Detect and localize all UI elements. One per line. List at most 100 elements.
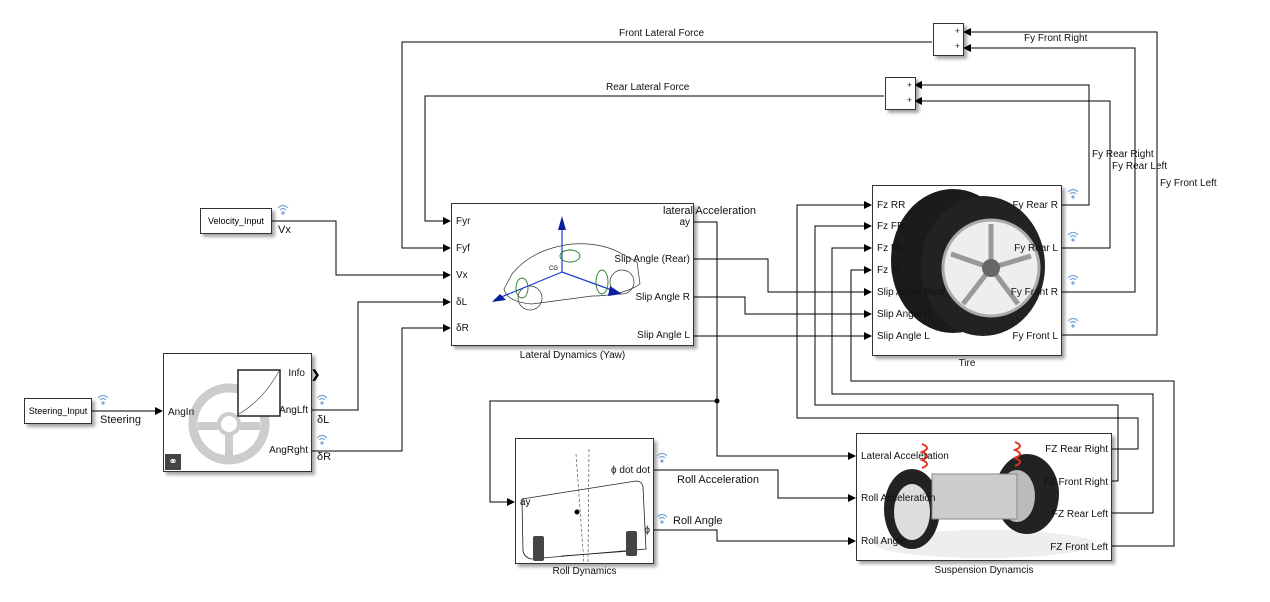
- steering-block[interactable]: ⚭ AngIn Info AngLft AngRght: [163, 353, 312, 472]
- port-fz-rear-right: FZ Rear Right: [1045, 444, 1108, 455]
- wire-ay[interactable]: [694, 221, 856, 460]
- signal-dr: δR: [317, 451, 332, 463]
- port-fz-fl: Fz FL: [877, 265, 903, 276]
- port-slip-r: Slip Angle R: [635, 292, 690, 303]
- logging-icon[interactable]: [315, 392, 329, 406]
- suspension-block[interactable]: Lateral Acceleration Roll Acceleration R…: [856, 433, 1112, 561]
- car-axes-icon: CG: [492, 216, 641, 311]
- wire-rear-lateral-force[interactable]: [424, 95, 884, 225]
- tire-block[interactable]: Fz RR Fz FR Fz RL Fz FL Slip Angle Rear …: [872, 185, 1062, 356]
- logging-icon[interactable]: [96, 392, 110, 406]
- roll-dynamics-name: Roll Dynamics: [552, 566, 617, 577]
- logging-icon[interactable]: [1066, 229, 1080, 243]
- logging-icon[interactable]: [315, 432, 329, 446]
- port-fy-front-l: Fy Front L: [1012, 331, 1058, 342]
- signal-rear-lateral-force: Rear Lateral Force: [606, 82, 690, 93]
- wire-fy-rear-r[interactable]: [914, 81, 1090, 206]
- logging-icon[interactable]: [1066, 186, 1080, 200]
- steering-input-label: Steering_Input: [28, 406, 88, 416]
- logging-icon[interactable]: [655, 511, 669, 525]
- wire-roll-angle[interactable]: [654, 529, 856, 545]
- port-roll-angle: Roll Angle: [861, 536, 907, 547]
- wire-slip-rear[interactable]: [694, 258, 872, 296]
- signal-fy-rear-left: Fy Rear Left: [1112, 161, 1168, 172]
- port-roll-ay: ay: [520, 497, 531, 508]
- signal-steering: Steering: [100, 414, 141, 426]
- logging-icon[interactable]: [276, 202, 290, 216]
- wire-fz-fl[interactable]: [850, 266, 1175, 547]
- signal-fy-front-right: Fy Front Right: [1024, 33, 1088, 44]
- port-fz-rr: Fz RR: [877, 200, 906, 211]
- port-angin: AngIn: [168, 407, 195, 418]
- wire-front-lateral-force[interactable]: [401, 41, 932, 252]
- logging-icon[interactable]: [1066, 315, 1080, 329]
- port-fz-rear-left: FZ Rear Left: [1051, 509, 1108, 520]
- signal-roll-angle: Roll Angle: [673, 515, 723, 527]
- port-fy-front-r: Fy Front R: [1010, 287, 1058, 298]
- link-icon[interactable]: ⚭: [165, 454, 181, 470]
- wire-fz-rr[interactable]: [796, 201, 1139, 450]
- port-fy-rear-r: Fy Rear R: [1012, 200, 1058, 211]
- steering-wheel-icon: [188, 369, 281, 465]
- wire-roll-acc[interactable]: [654, 469, 856, 502]
- sum-front-block[interactable]: + +: [933, 23, 964, 56]
- wire-fy-front-l[interactable]: [963, 28, 1158, 336]
- port-fz-front-right: FZ Front Right: [1043, 477, 1108, 488]
- wire-slip-r[interactable]: [694, 296, 872, 318]
- sum-rear-sign-1: +: [906, 80, 912, 90]
- signal-dl: δL: [317, 414, 330, 426]
- lateral-dynamics-name: Lateral Dynamics (Yaw): [519, 350, 626, 361]
- signal-fy-rear-right: Fy Rear Right: [1092, 149, 1154, 160]
- wire-fy-rear-l[interactable]: [914, 97, 1111, 249]
- wire-fz-rl[interactable]: [831, 244, 1154, 514]
- lateral-dynamics-block[interactable]: CG Fyr Fyf Vx δL δR ay Slip Angle (Rear)…: [451, 203, 694, 346]
- svg-text:CG: CG: [549, 266, 558, 272]
- suspension-icon: [875, 441, 1095, 558]
- roll-diagram-icon: [521, 448, 647, 565]
- wire-dl[interactable]: [312, 298, 451, 411]
- port-slip-angle-r: Slip Angle R: [877, 309, 932, 320]
- port-roll-acceleration: Roll Acceleration: [861, 493, 936, 504]
- port-slip-angle-rear: Slip Angle Rear: [877, 287, 946, 298]
- signal-fy-front-left: Fy Front Left: [1160, 178, 1217, 189]
- port-phi-dot-dot: ϕ dot dot: [611, 465, 650, 476]
- port-vx: Vx: [456, 270, 468, 281]
- port-fyf: Fyf: [456, 243, 470, 254]
- port-anglft: AngLft: [279, 405, 308, 416]
- sum-front-sign-1: +: [954, 26, 960, 36]
- roll-dynamics-block[interactable]: ay ϕ dot dot ϕ: [515, 438, 654, 565]
- port-fz-fr: Fz FR: [877, 221, 905, 232]
- info-port-arrow: ❯: [311, 369, 321, 381]
- wire-vx[interactable]: [272, 220, 451, 279]
- velocity-input-label: Velocity_Input: [207, 216, 265, 226]
- port-phi: ϕ: [644, 525, 650, 536]
- tire-name: Tire: [958, 358, 976, 369]
- tire-icon: [891, 189, 1045, 336]
- signal-roll-acceleration: Roll Acceleration: [677, 474, 759, 486]
- port-ay: ay: [679, 217, 690, 228]
- port-dl: δL: [456, 297, 468, 308]
- velocity-input-block[interactable]: Velocity_Input: [200, 208, 272, 234]
- wire-fz-fr[interactable]: [814, 222, 1119, 482]
- port-fz-front-left: FZ Front Left: [1050, 542, 1108, 553]
- signal-vx: Vx: [278, 224, 291, 236]
- port-fyr: Fyr: [456, 216, 471, 227]
- logging-icon[interactable]: [655, 450, 669, 464]
- signal-front-lateral-force: Front Lateral Force: [619, 28, 705, 39]
- suspension-name: Suspension Dynamcis: [934, 565, 1034, 576]
- port-fy-rear-l: Fy Rear L: [1014, 243, 1058, 254]
- lateral-acceleration-label: lateral Acceleration: [663, 205, 756, 217]
- steering-input-block[interactable]: Steering_Input: [24, 398, 92, 424]
- wire-ay-roll[interactable]: [489, 400, 717, 506]
- sum-front-sign-2: +: [954, 41, 960, 51]
- logging-icon[interactable]: [1066, 272, 1080, 286]
- wire-dr[interactable]: [312, 324, 451, 452]
- sum-rear-sign-2: +: [906, 95, 912, 105]
- port-info: Info: [288, 368, 305, 379]
- port-slip-l: Slip Angle L: [637, 330, 690, 341]
- wire-fy-front-r[interactable]: [963, 44, 1136, 293]
- port-dr: δR: [456, 323, 469, 334]
- sum-rear-block[interactable]: + +: [885, 77, 916, 110]
- branch-point: [714, 398, 720, 404]
